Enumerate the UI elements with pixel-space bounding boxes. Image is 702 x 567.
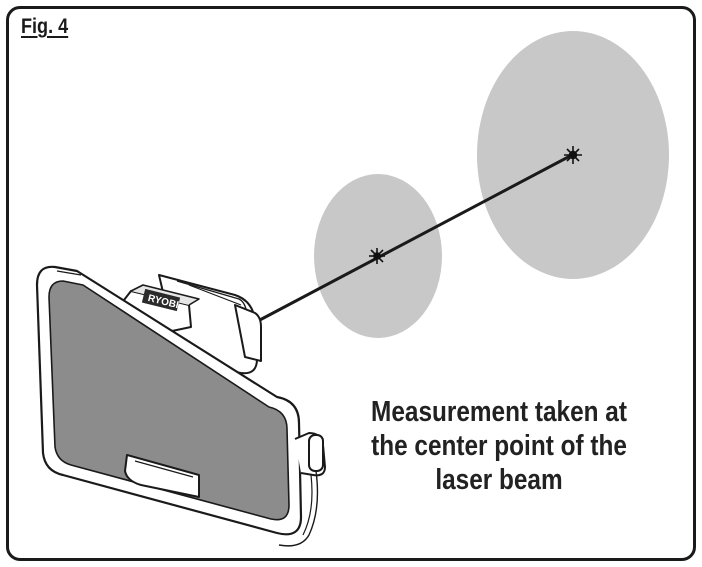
laser-level-device: RYOBI [35, 265, 326, 547]
brand-badge [141, 288, 181, 312]
laser-beam-line [255, 153, 573, 324]
near-center-point [369, 248, 385, 264]
figure-frame: RYOBI Fig. 4 Measurement taken at the ce… [6, 6, 696, 561]
figure-caption: Measurement taken at the center point of… [355, 395, 644, 497]
caption-line: laser beam [435, 464, 563, 496]
caption-line: the center point of the [371, 430, 627, 462]
laser-illustration: RYOBI [35, 31, 669, 547]
caption-line: Measurement taken at [371, 396, 627, 428]
figure-label: Fig. 4 [21, 15, 69, 38]
far-center-point [564, 146, 582, 164]
